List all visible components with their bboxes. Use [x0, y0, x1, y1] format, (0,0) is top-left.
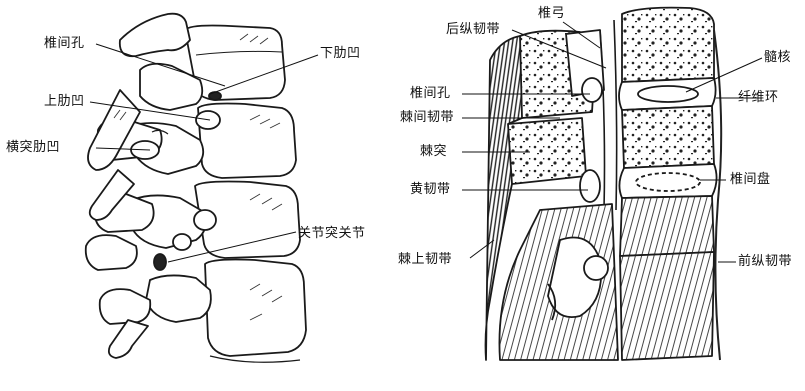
right-posterior-elements [486, 30, 619, 360]
label-interspinous-ligament: 棘间韧带 [400, 110, 454, 125]
label-transverse-costal-facet: 横突肋凹 [6, 140, 60, 155]
label-ligamentum-flavum: 黄韧带 [410, 182, 451, 197]
right-vertebral-bodies [619, 8, 717, 360]
label-supraspinous-ligament: 棘上韧带 [398, 252, 452, 267]
label-spinous-process: 棘突 [420, 144, 447, 159]
label-inferior-costal-facet: 下肋凹 [320, 46, 361, 61]
spinal-canal [600, 20, 617, 210]
label-anterior-longitudinal-ligament: 前纵韧带 [738, 254, 792, 269]
label-superior-costal-facet: 上肋凹 [44, 94, 85, 109]
label-intervertebral-disc: 椎间盘 [730, 172, 771, 187]
label-annulus-fibrosus: 纤维环 [738, 90, 779, 105]
label-intervertebral-foramen-left: 椎间孔 [44, 36, 85, 51]
label-intervertebral-foramen-right: 椎间孔 [410, 86, 451, 101]
label-nucleus-pulposus: 髓核 [764, 50, 791, 65]
label-vertebral-arch: 椎弓 [538, 6, 565, 21]
label-zygapophyseal-joint: 关节突关节 [298, 226, 366, 241]
label-posterior-longitudinal-ligament: 后纵韧带 [446, 22, 500, 37]
left-vertebral-column [86, 14, 306, 363]
